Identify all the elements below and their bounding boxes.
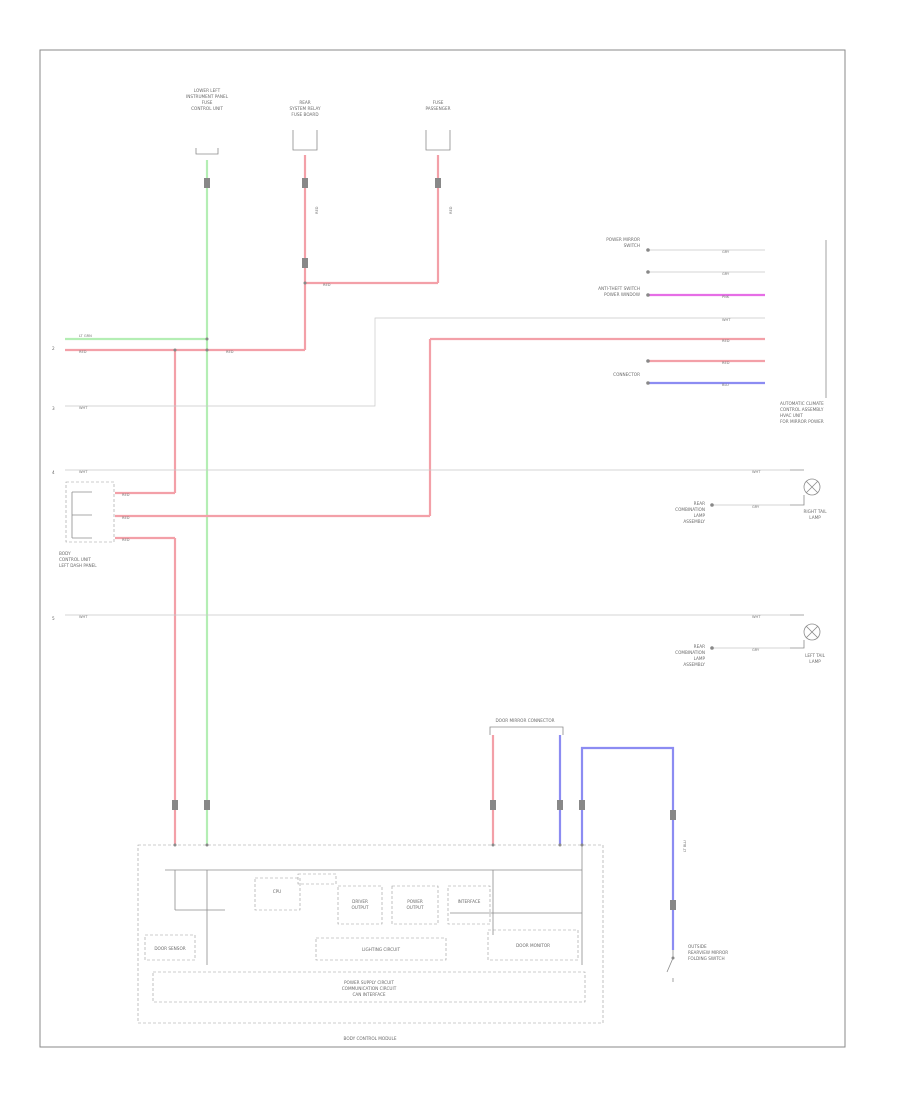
ecu-caption-3: CAN INTERFACE bbox=[352, 992, 385, 997]
wire-label-red-f: RED bbox=[122, 538, 130, 542]
component-bottom-connector: DOOR MIRROR CONNECTOR bbox=[489, 718, 564, 735]
wire-label-red-a: RED bbox=[79, 350, 87, 354]
right-block-line-4: FOR MIRROR POWER bbox=[780, 419, 824, 424]
ecu-sub-9: DOOR MONITOR bbox=[516, 943, 550, 948]
switch-line-1: OUTSIDE bbox=[688, 944, 707, 949]
component-left-block: BODY CONTROL UNIT LEFT DASH PANEL bbox=[59, 481, 115, 568]
wire-label-red-e: RED bbox=[122, 516, 130, 520]
bottom-title: BODY CONTROL MODULE bbox=[344, 1036, 397, 1041]
right-item-5: CONNECTOR bbox=[613, 372, 640, 377]
diagram-frame bbox=[39, 49, 846, 1048]
component-folding-switch: OUTSIDE REARVIEW MIRROR FOLDING SWITCH bbox=[666, 944, 728, 982]
lamp-lower: LEFT TAIL LAMP REAR COMBINATION LAMP ASS… bbox=[675, 614, 826, 667]
right-item-2: SWITCH bbox=[624, 243, 640, 248]
wire-label-gry-d: GRY bbox=[752, 648, 760, 652]
wire-label-wht-f: WHT bbox=[752, 615, 761, 619]
right-block-line-1: AUTOMATIC CLIMATE bbox=[780, 401, 824, 406]
left-markers: 2 3 4 5 bbox=[52, 346, 55, 621]
lamp-upper-note-4: ASSEMBLY bbox=[683, 519, 705, 524]
top-mid-line-3: FUSE BOARD bbox=[291, 112, 318, 117]
ecu-sub-5: POWER bbox=[407, 899, 423, 904]
ecu-sub-2: CPU bbox=[273, 889, 282, 894]
ecu-sub-4: OUTPUT bbox=[351, 905, 369, 910]
right-block-line-2: CONTROL ASSEMBLY bbox=[780, 407, 824, 412]
top-mid-line-1: REAR bbox=[299, 100, 310, 105]
lamp-lower-note-2: COMBINATION bbox=[675, 650, 705, 655]
wire-label-red-i: RED bbox=[315, 206, 319, 214]
ecu-sub-3: DRIVER bbox=[352, 899, 368, 904]
lamp-lower-note-3: LAMP bbox=[694, 656, 706, 661]
wire-label-gry-a: GRY bbox=[722, 250, 730, 254]
wire-label-wht-e: WHT bbox=[752, 470, 761, 474]
ecu-sub-8: LIGHTING CIRCUIT bbox=[362, 947, 401, 952]
left-block-line-3: LEFT DASH PANEL bbox=[59, 563, 97, 568]
left-marker-3: 4 bbox=[52, 470, 55, 475]
ecu-sub-7: INTERFACE bbox=[458, 899, 481, 904]
wire-label-red-g: RED bbox=[722, 339, 730, 343]
wire-label-red-b: RED bbox=[226, 350, 234, 354]
top-fuse-symbols bbox=[195, 130, 451, 155]
top-right-line-1: FUSE bbox=[433, 100, 444, 105]
top-left-line-2: INSTRUMENT PANEL bbox=[186, 94, 229, 99]
wire-label-red-c: RED bbox=[323, 283, 331, 287]
left-marker-4: 5 bbox=[52, 616, 55, 621]
switch-line-3: FOLDING SWITCH bbox=[688, 956, 725, 961]
wire-label-red-h: RED bbox=[722, 361, 730, 365]
wire-color-labels: LT GRN RED RED RED WHT WHT WHT RED RED R… bbox=[79, 206, 761, 852]
gray-wire-upper bbox=[65, 317, 765, 407]
right-item-1: POWER MIRROR bbox=[606, 237, 640, 242]
bottom-connector-label: DOOR MIRROR CONNECTOR bbox=[495, 718, 554, 723]
wire-label-gry-b: GRY bbox=[722, 272, 730, 276]
ecu-block: DOOR SENSOR CPU DRIVER OUTPUT POWER OUTP… bbox=[137, 844, 604, 1024]
wires bbox=[65, 155, 790, 950]
lamp-upper-line-2: LAMP bbox=[809, 515, 821, 520]
component-right-block: AUTOMATIC CLIMATE CONTROL ASSEMBLY HVAC … bbox=[780, 401, 824, 424]
ecu-sub-6: OUTPUT bbox=[406, 905, 424, 910]
left-marker-2: 3 bbox=[52, 406, 55, 411]
top-left-line-3: FUSE bbox=[202, 100, 213, 105]
lamp-upper-note-1: REAR bbox=[694, 501, 705, 506]
component-top-right: FUSE PASSENGER bbox=[425, 100, 450, 111]
left-marker-1: 2 bbox=[52, 346, 55, 351]
right-item-4: POWER WINDOW bbox=[604, 292, 640, 297]
lamp-lower-note-1: REAR bbox=[694, 644, 705, 649]
component-top-left: LOWER LEFT INSTRUMENT PANEL FUSE CONTROL… bbox=[186, 88, 229, 111]
lamp-lower-line-1: LEFT TAIL bbox=[805, 653, 826, 658]
wire-label-pnk: PNK bbox=[722, 295, 730, 299]
left-block-line-1: BODY bbox=[59, 551, 71, 556]
component-top-mid: REAR SYSTEM RELAY FUSE BOARD bbox=[289, 100, 321, 117]
connector-ticks bbox=[172, 178, 714, 910]
lamp-lower-line-2: LAMP bbox=[809, 659, 821, 664]
wire-label-wht-d: WHT bbox=[722, 318, 731, 322]
top-left-line-4: CONTROL UNIT bbox=[191, 106, 223, 111]
wire-label-lt-grn: LT GRN bbox=[79, 334, 92, 338]
wire-label-red-j: RED bbox=[449, 206, 453, 214]
lamp-upper-line-1: RIGHT TAIL bbox=[803, 509, 827, 514]
wire-label-red-d: RED bbox=[122, 493, 130, 497]
lamp-upper: RIGHT TAIL LAMP REAR COMBINATION LAMP AS… bbox=[675, 469, 827, 524]
lamp-lower-note-4: ASSEMBLY bbox=[683, 662, 705, 667]
top-left-line-1: LOWER LEFT bbox=[194, 88, 221, 93]
ecu-caption-1: POWER SUPPLY CIRCUIT bbox=[344, 980, 394, 985]
switch-line-2: REARVIEW MIRROR bbox=[688, 950, 728, 955]
top-right-line-2: PASSENGER bbox=[425, 106, 450, 111]
wire-label-gry-c: GRY bbox=[752, 505, 760, 509]
right-block-line-3: HVAC UNIT bbox=[780, 413, 803, 418]
blue-wire-bottom-b bbox=[580, 746, 675, 950]
wire-label-wht-c: WHT bbox=[79, 615, 88, 619]
wire-label-wht-b: WHT bbox=[79, 470, 88, 474]
wire-label-lt-blu: LT BLU bbox=[683, 840, 687, 852]
wire-label-wht-a: WHT bbox=[79, 406, 88, 410]
ecu-sub-1: DOOR SENSOR bbox=[154, 946, 185, 951]
lamp-upper-note-2: COMBINATION bbox=[675, 507, 705, 512]
component-right-items: POWER MIRROR SWITCH ANTI-THEFT SWITCH PO… bbox=[598, 237, 827, 398]
right-item-3: ANTI-THEFT SWITCH bbox=[598, 286, 640, 291]
top-mid-line-2: SYSTEM RELAY bbox=[289, 106, 321, 111]
ecu-caption-2: COMMUNICATION CIRCUIT bbox=[342, 986, 397, 991]
left-block-line-2: CONTROL UNIT bbox=[59, 557, 91, 562]
lamp-upper-note-3: LAMP bbox=[694, 513, 706, 518]
wire-label-blu: BLU bbox=[722, 383, 729, 387]
